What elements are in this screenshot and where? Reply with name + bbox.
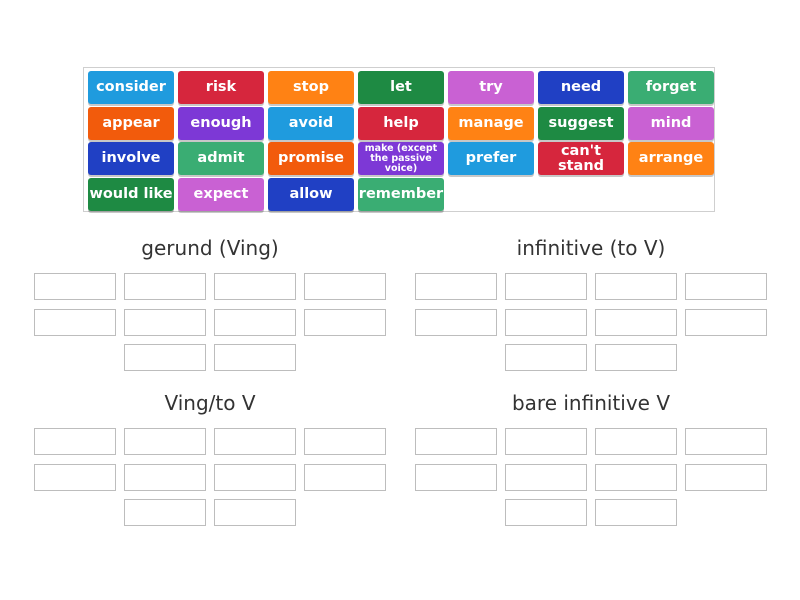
group-title: bare infinitive V bbox=[511, 391, 671, 415]
drop-slot[interactable] bbox=[415, 308, 497, 336]
word-tile[interactable]: would like bbox=[88, 177, 174, 211]
drop-slot[interactable] bbox=[34, 273, 116, 300]
drop-slot[interactable] bbox=[505, 344, 587, 371]
group-title: infinitive (to V) bbox=[516, 236, 666, 260]
word-tile[interactable]: try bbox=[448, 71, 534, 104]
drop-slot[interactable] bbox=[214, 428, 296, 455]
word-tile[interactable]: help bbox=[358, 106, 444, 140]
drop-slot[interactable] bbox=[34, 428, 116, 455]
drop-slot[interactable] bbox=[214, 308, 296, 336]
word-tile[interactable]: make (except the passive voice) bbox=[358, 142, 444, 175]
drop-slot[interactable] bbox=[34, 463, 116, 491]
word-tile[interactable]: promise bbox=[268, 142, 354, 175]
word-tile[interactable]: consider bbox=[88, 71, 174, 104]
drop-slot[interactable] bbox=[124, 308, 206, 336]
group-title: Ving/to V bbox=[164, 391, 256, 415]
drop-slot[interactable] bbox=[505, 308, 587, 336]
word-tile[interactable]: admit bbox=[178, 142, 264, 175]
word-tile[interactable]: manage bbox=[448, 106, 534, 140]
drop-slot[interactable] bbox=[685, 428, 767, 455]
word-tile[interactable]: remember bbox=[358, 177, 444, 211]
drop-slot[interactable] bbox=[595, 428, 677, 455]
word-tile[interactable]: suggest bbox=[538, 106, 624, 140]
word-tile[interactable]: enough bbox=[178, 106, 264, 140]
drop-slot[interactable] bbox=[304, 273, 386, 300]
drop-slot[interactable] bbox=[505, 428, 587, 455]
word-tile[interactable]: stop bbox=[268, 71, 354, 104]
drop-slot[interactable] bbox=[505, 273, 587, 300]
drop-slot[interactable] bbox=[214, 463, 296, 491]
drop-slot[interactable] bbox=[124, 344, 206, 371]
drop-slot[interactable] bbox=[685, 308, 767, 336]
drop-slot[interactable] bbox=[595, 308, 677, 336]
drop-slot[interactable] bbox=[595, 499, 677, 526]
drop-slot[interactable] bbox=[124, 463, 206, 491]
drop-slot[interactable] bbox=[595, 344, 677, 371]
drop-slot[interactable] bbox=[685, 463, 767, 491]
word-tile[interactable]: arrange bbox=[628, 142, 714, 175]
drop-slot[interactable] bbox=[304, 428, 386, 455]
drop-slot[interactable] bbox=[685, 273, 767, 300]
drop-slot[interactable] bbox=[415, 463, 497, 491]
word-tile[interactable]: can't stand bbox=[538, 142, 624, 175]
drop-slot[interactable] bbox=[214, 344, 296, 371]
drop-slot[interactable] bbox=[595, 273, 677, 300]
word-tile[interactable]: expect bbox=[178, 177, 264, 211]
word-tile[interactable]: appear bbox=[88, 106, 174, 140]
drop-slot[interactable] bbox=[214, 273, 296, 300]
word-tile[interactable]: avoid bbox=[268, 106, 354, 140]
word-tile[interactable]: prefer bbox=[448, 142, 534, 175]
drop-slot[interactable] bbox=[34, 308, 116, 336]
drop-slot[interactable] bbox=[505, 499, 587, 526]
group-title: gerund (Ving) bbox=[141, 236, 279, 260]
word-tile[interactable]: forget bbox=[628, 71, 714, 104]
drop-slot[interactable] bbox=[415, 273, 497, 300]
drop-slot[interactable] bbox=[415, 428, 497, 455]
word-tile[interactable]: risk bbox=[178, 71, 264, 104]
drop-slot[interactable] bbox=[124, 273, 206, 300]
drop-slot[interactable] bbox=[124, 499, 206, 526]
drop-slot[interactable] bbox=[304, 463, 386, 491]
word-tile[interactable]: mind bbox=[628, 106, 714, 140]
word-tile[interactable]: need bbox=[538, 71, 624, 104]
word-tile[interactable]: allow bbox=[268, 177, 354, 211]
drop-slot[interactable] bbox=[304, 308, 386, 336]
drop-slot[interactable] bbox=[124, 428, 206, 455]
drop-slot[interactable] bbox=[505, 463, 587, 491]
word-tile[interactable]: let bbox=[358, 71, 444, 104]
drop-slot[interactable] bbox=[595, 463, 677, 491]
drop-slot[interactable] bbox=[214, 499, 296, 526]
word-tile[interactable]: involve bbox=[88, 142, 174, 175]
